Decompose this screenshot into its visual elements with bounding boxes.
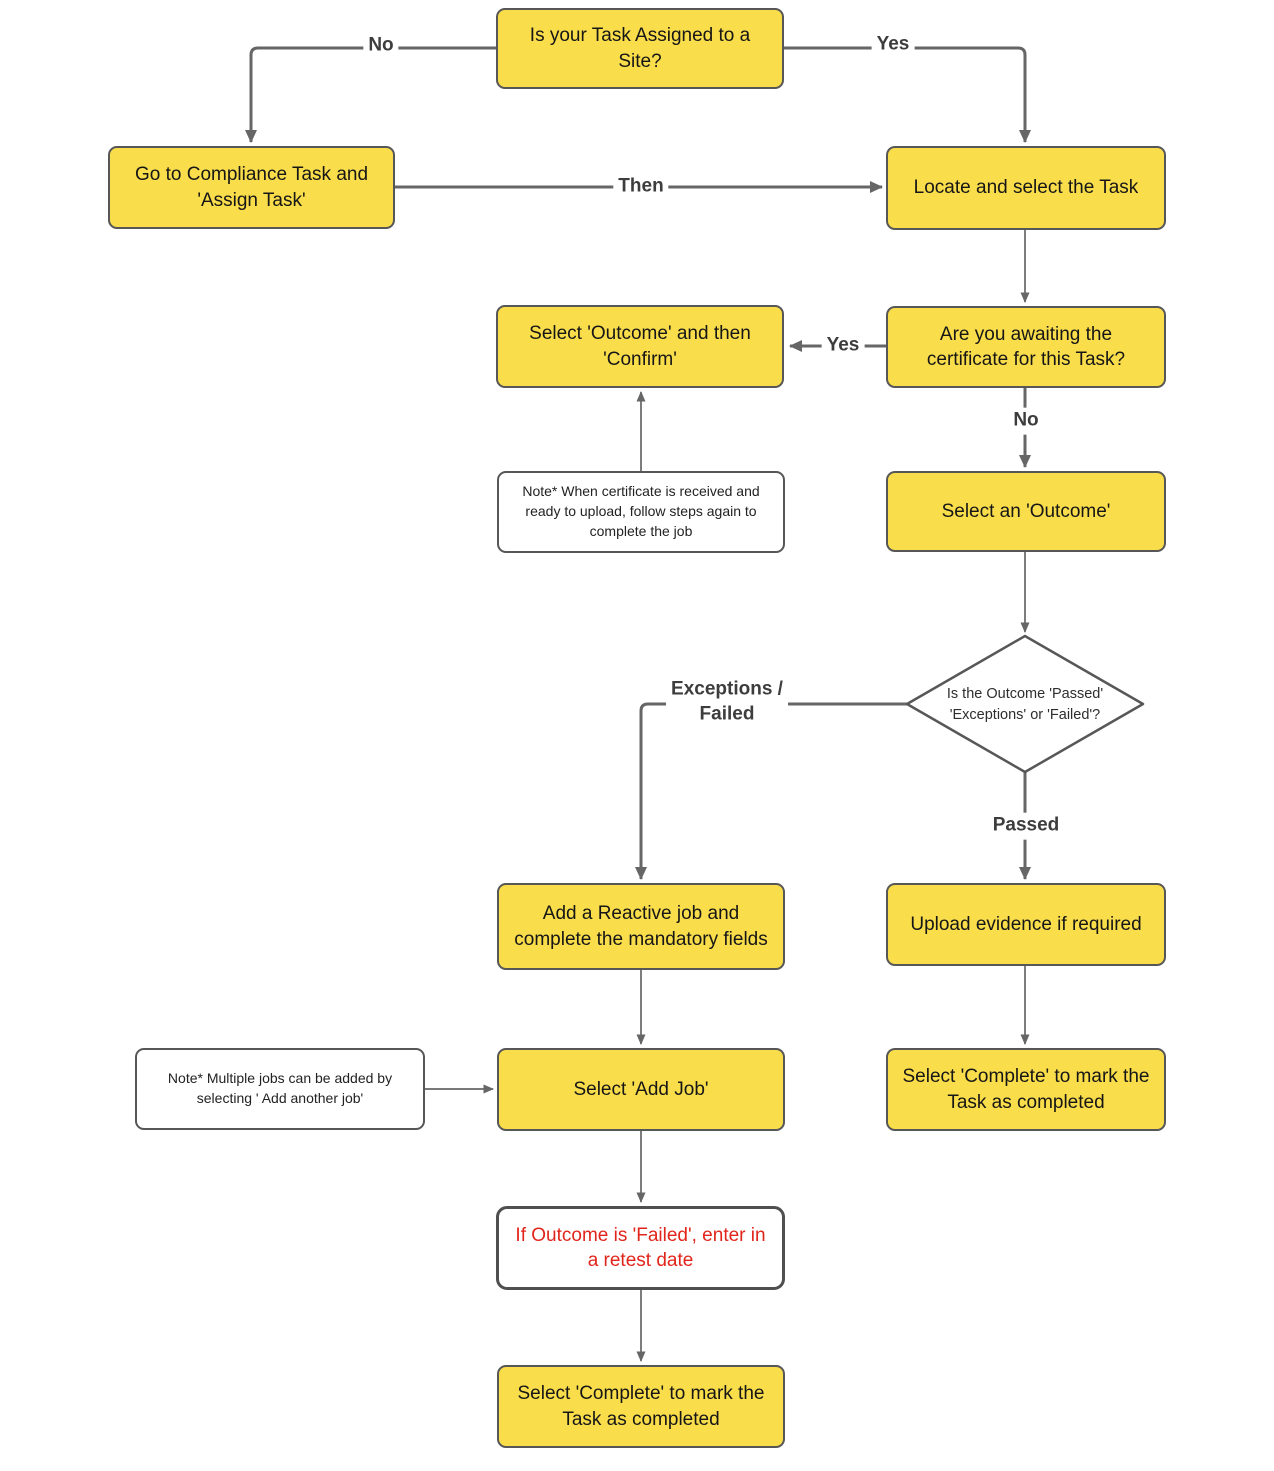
edge-yes-branch	[784, 46, 1031, 143]
edge-no-branch	[245, 46, 496, 143]
node-question-task-assigned: Is your Task Assigned to a Site?	[496, 8, 784, 89]
node-retest-date-warning: If Outcome is 'Failed', enter in a retes…	[496, 1206, 785, 1290]
decision-diamond-shape	[905, 634, 1145, 774]
node-add-reactive-job: Add a Reactive job and complete the mand…	[497, 883, 785, 970]
node-question-awaiting-certificate: Are you awaiting the certificate for thi…	[886, 306, 1166, 388]
edge-label-no-certificate: No	[1008, 407, 1044, 435]
edge-label-passed: Passed	[987, 812, 1065, 840]
note-certificate-received: Note* When certificate is received and r…	[497, 471, 785, 553]
edge-label-yes-certificate: Yes	[821, 332, 865, 360]
node-select-add-job: Select 'Add Job'	[497, 1048, 785, 1131]
node-select-outcome-confirm: Select 'Outcome' and then 'Confirm'	[496, 305, 784, 388]
node-select-complete-failed: Select 'Complete' to mark the Task as co…	[497, 1365, 785, 1448]
node-select-complete-passed: Select 'Complete' to mark the Task as co…	[886, 1048, 1166, 1131]
edge-label-exceptions-failed: Exceptions / Failed	[666, 676, 788, 728]
decision-diamond-label: Is the Outcome 'Passed' 'Exceptions' or …	[946, 685, 1104, 723]
node-select-an-outcome: Select an 'Outcome'	[886, 471, 1166, 552]
node-go-to-compliance-task: Go to Compliance Task and 'Assign Task'	[108, 146, 395, 229]
node-upload-evidence: Upload evidence if required	[886, 883, 1166, 966]
edge-label-then: Then	[613, 173, 669, 201]
edge-exceptions-failed	[635, 702, 907, 880]
edge-label-no: No	[363, 32, 399, 60]
node-locate-select-task: Locate and select the Task	[886, 146, 1166, 230]
note-multiple-jobs: Note* Multiple jobs can be added by sele…	[135, 1048, 425, 1130]
edge-label-yes: Yes	[871, 31, 915, 59]
